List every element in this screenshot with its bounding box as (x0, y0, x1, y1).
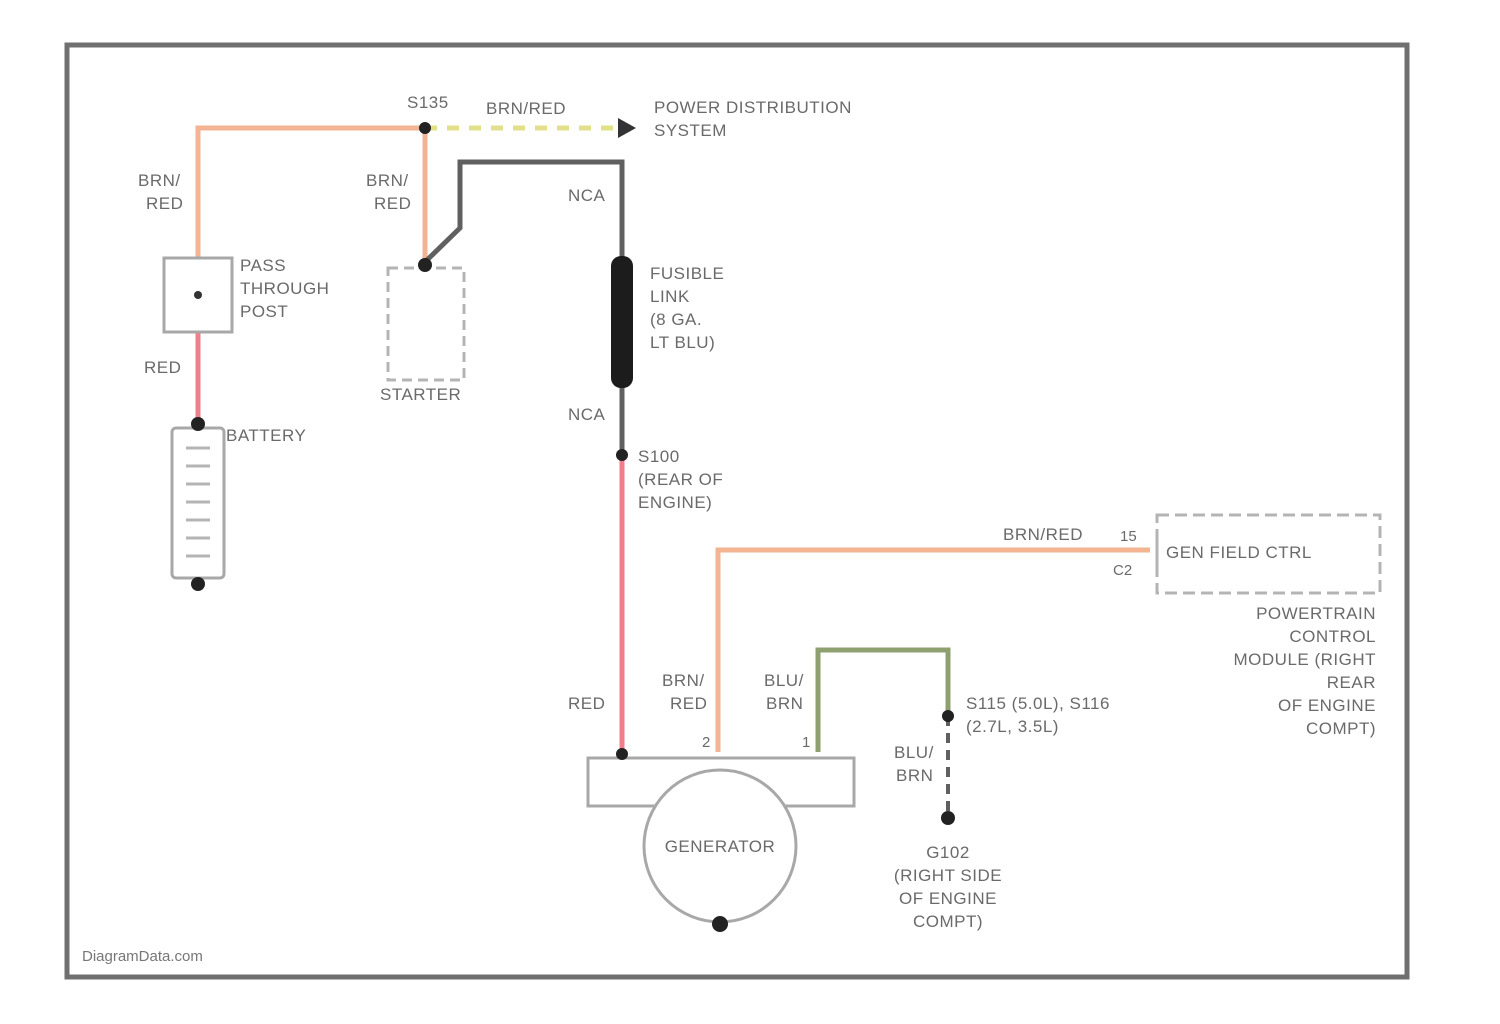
ground-g102-label-line2: (RIGHT SIDE (894, 866, 1002, 885)
splice-s115 (942, 710, 954, 722)
battery-positive-terminal (191, 417, 205, 431)
gen-pin-a-label: 2 (702, 734, 710, 751)
pcm-label-line3: MODULE (RIGHT (1234, 650, 1377, 669)
wire-blu-brn-ground-label-line1: BLU/ (894, 743, 934, 762)
wire-blu-brn-ground-label-line2: BRN (896, 766, 933, 785)
pcm-label-line1: POWERTRAIN (1256, 604, 1376, 623)
wire-brn-red-left-label-line1: BRN/ (138, 171, 181, 190)
fusible-link-label-line3: (8 GA. (650, 310, 702, 329)
wire-brn-red-gen-label-line2: RED (670, 694, 707, 713)
splice-s135-label: S135 (407, 93, 449, 112)
ground-g102-label-line4: COMPT) (913, 912, 983, 931)
splice-s115-label-line1: S115 (5.0L), S116 (966, 694, 1110, 713)
fusible-link-label-line1: FUSIBLE (650, 264, 724, 283)
pcm-pin-a-label: 15 (1120, 528, 1137, 545)
gen-pin-b-label: 1 (802, 734, 810, 751)
pcm-label-line4: REAR (1327, 673, 1376, 692)
wire-brn-red-starter-label-line1: BRN/ (366, 171, 409, 190)
footer-watermark: DiagramData.com (82, 948, 203, 965)
generator-output-terminal (616, 748, 628, 760)
generator-label: GENERATOR (665, 837, 776, 856)
wire-brn-red-pcm-label: BRN/RED (1003, 525, 1083, 544)
ground-g102-label-line3: OF ENGINE (899, 889, 997, 908)
splice-s100-label-line3: ENGINE) (638, 493, 712, 512)
splice-s135 (419, 122, 431, 134)
wire-nca-bottom-label: NCA (568, 405, 606, 424)
pcm-label-line2: CONTROL (1289, 627, 1376, 646)
battery-negative-terminal (191, 577, 205, 591)
fusible-link (611, 256, 633, 388)
wire-blu-brn-gen-label-line1: BLU/ (764, 671, 804, 690)
wire-brn-red-starter-label-line2: RED (374, 194, 411, 213)
pass-through-post-label-line1: PASS (240, 256, 286, 275)
ground-g102 (941, 811, 955, 825)
power-distribution-label-line1: POWER DISTRIBUTION (654, 98, 852, 117)
splice-s100-label-line1: S100 (638, 447, 680, 466)
wire-brn-red-left-label-line2: RED (146, 194, 183, 213)
splice-s115-label-line2: (2.7L, 3.5L) (966, 717, 1059, 736)
pcm-label-line6: COMPT) (1306, 719, 1376, 738)
wire-red-battery-label: RED (144, 358, 181, 377)
pcm-pin-b-label: C2 (1113, 562, 1132, 579)
wire-brn-red-top-label: BRN/RED (486, 99, 566, 118)
power-distribution-label-line2: SYSTEM (654, 121, 727, 140)
gen-field-ctrl-label: GEN FIELD CTRL (1166, 543, 1312, 562)
wire-blu-brn-gen-label-line2: BRN (766, 694, 803, 713)
fusible-link-label-line4: LT BLU) (650, 333, 715, 352)
wire-brn-red-gen-label-line1: BRN/ (662, 671, 705, 690)
pcm-label-line5: OF ENGINE (1278, 696, 1376, 715)
splice-s100 (616, 449, 628, 461)
pass-through-post-label-line2: THROUGH (240, 279, 329, 298)
ground-g102-label-line1: G102 (926, 843, 970, 862)
starter-label: STARTER (380, 385, 461, 404)
pass-through-post-label-line3: POST (240, 302, 288, 321)
splice-s100-label-line2: (REAR OF (638, 470, 723, 489)
fusible-link-label-line2: LINK (650, 287, 690, 306)
wire-nca-top-label: NCA (568, 186, 606, 205)
generator-ground (712, 916, 728, 932)
pass-through-post-stud (194, 291, 202, 299)
battery-label: BATTERY (226, 426, 306, 445)
starter-terminal (418, 258, 432, 272)
wire-red-generator-label: RED (568, 694, 605, 713)
